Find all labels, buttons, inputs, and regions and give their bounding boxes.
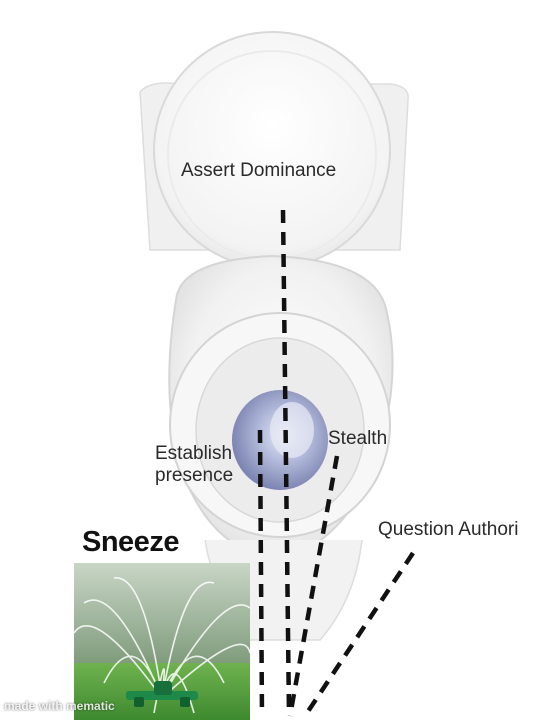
label-stealth: Stealth (328, 428, 388, 449)
watermark: made with mematic (4, 699, 115, 713)
label-question-authority: Question Authori (378, 519, 519, 540)
trajectory-stealth (287, 455, 340, 717)
trajectory-lines (257, 209, 415, 718)
label-establish-line-2: presence (155, 465, 234, 486)
trajectory-question-authority (303, 551, 415, 718)
label-establish-line-1: Establish (155, 443, 233, 464)
sprinkler-photo (74, 563, 250, 720)
label-assert-dominance: Assert Dominance (181, 160, 337, 181)
toilet-lid (153, 31, 391, 269)
label-establish-presence: Establish presence (155, 443, 233, 487)
trajectory-assert-dominance (280, 209, 292, 717)
water-spray (74, 577, 250, 714)
trajectory-establish-presence (257, 429, 265, 717)
label-sneeze: Sneeze (82, 526, 179, 558)
sprinkler-device (126, 681, 198, 707)
